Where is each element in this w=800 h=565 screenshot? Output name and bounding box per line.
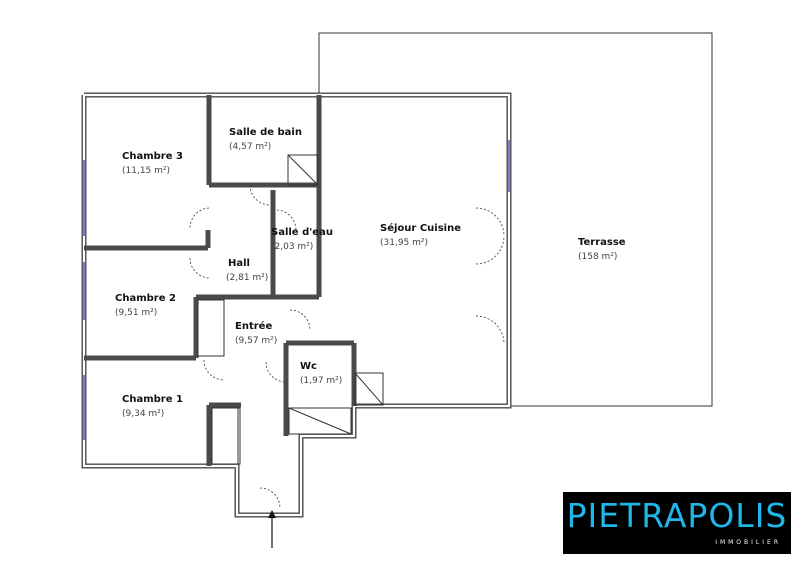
room-area: (1,97 m²) — [300, 376, 342, 386]
area-terrasse: Terrasse (158 m²) — [578, 237, 626, 262]
room-name: Terrasse — [578, 237, 626, 248]
room-area: (4,57 m²) — [229, 142, 271, 152]
room-area: (2,81 m²) — [226, 273, 268, 283]
room-name: Salle d'eau — [271, 227, 333, 238]
room-name: Chambre 2 — [115, 293, 176, 304]
door-swings — [189, 184, 505, 509]
room-area: (11,15 m²) — [122, 166, 170, 176]
room-name: Chambre 3 — [122, 151, 183, 162]
room-name: Séjour Cuisine — [380, 222, 461, 234]
room-sejour-cuisine: Séjour Cuisine (31,95 m²) — [380, 222, 461, 248]
room-entree: Entrée (9,57 m²) — [235, 320, 277, 346]
windows — [83, 140, 510, 440]
room-name: Chambre 1 — [122, 394, 183, 405]
room-name: Hall — [228, 258, 250, 269]
room-area: (2,03 m²) — [271, 242, 313, 252]
room-area: (9,57 m²) — [235, 336, 277, 346]
room-salle-deau: Salle d'eau (2,03 m²) — [271, 227, 333, 252]
logo-wordmark: PIETRAPOLIS — [566, 496, 788, 535]
room-chambre-3: Chambre 3 (11,15 m²) — [122, 151, 183, 176]
outer-walls — [81, 92, 512, 518]
room-name: Salle de bain — [229, 127, 302, 138]
agency-logo: PIETRAPOLIS IMMOBILIER — [563, 492, 791, 554]
terrace-outline — [318, 32, 713, 407]
room-hall: Hall (2,81 m²) — [226, 258, 268, 283]
room-area: (9,34 m²) — [122, 409, 164, 419]
room-chambre-2: Chambre 2 (9,51 m²) — [115, 293, 176, 318]
entrance-arrow-icon — [268, 510, 276, 548]
room-name: Entrée — [235, 320, 272, 332]
room-area: (31,95 m²) — [380, 238, 428, 248]
room-name: Wc — [300, 361, 317, 372]
room-area: (9,51 m²) — [115, 308, 157, 318]
fixtures — [197, 154, 384, 465]
room-salle-de-bain: Salle de bain (4,57 m²) — [229, 127, 302, 152]
room-area: (158 m²) — [578, 252, 617, 262]
interior-walls — [84, 95, 357, 466]
logo-tagline: IMMOBILIER — [715, 539, 781, 546]
room-wc: Wc (1,97 m²) — [300, 361, 342, 386]
room-chambre-1: Chambre 1 (9,34 m²) — [122, 394, 183, 419]
